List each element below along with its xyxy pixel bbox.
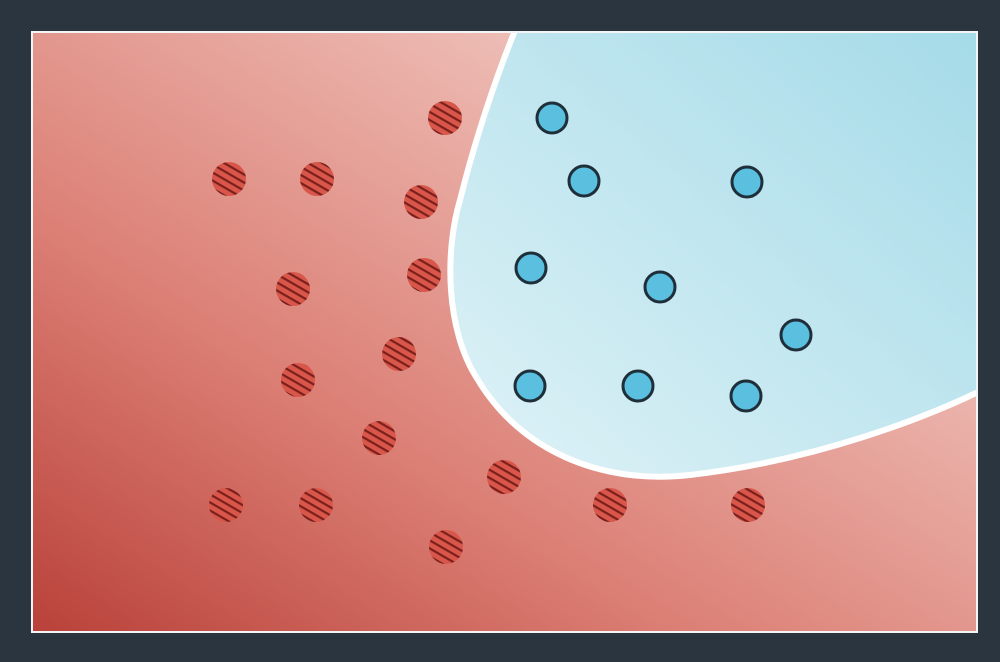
class-a-point <box>299 488 333 522</box>
class-b-point <box>779 318 813 352</box>
class-b-point <box>643 270 677 304</box>
decision-boundary-curve <box>447 33 976 480</box>
class-b-point <box>567 164 601 198</box>
class-a-point <box>404 185 438 219</box>
class-a-point <box>407 258 441 292</box>
class-b-point <box>514 251 548 285</box>
class-b-point <box>730 165 764 199</box>
class-a-points <box>209 101 765 564</box>
class-a-point <box>281 363 315 397</box>
class-a-point <box>428 101 462 135</box>
class-a-point <box>487 460 521 494</box>
class-a-point <box>382 337 416 371</box>
class-a-point <box>300 162 334 196</box>
region-class-b <box>450 33 976 477</box>
class-a-point <box>429 530 463 564</box>
class-b-point <box>621 369 655 403</box>
class-a-point <box>276 272 310 306</box>
class-b-points <box>513 101 813 413</box>
class-a-point <box>362 421 396 455</box>
class-a-point <box>731 488 765 522</box>
class-b-point <box>729 379 763 413</box>
class-a-point <box>209 488 243 522</box>
class-a-point <box>212 162 246 196</box>
class-b-point <box>535 101 569 135</box>
class-a-point <box>593 488 627 522</box>
class-b-point <box>513 369 547 403</box>
